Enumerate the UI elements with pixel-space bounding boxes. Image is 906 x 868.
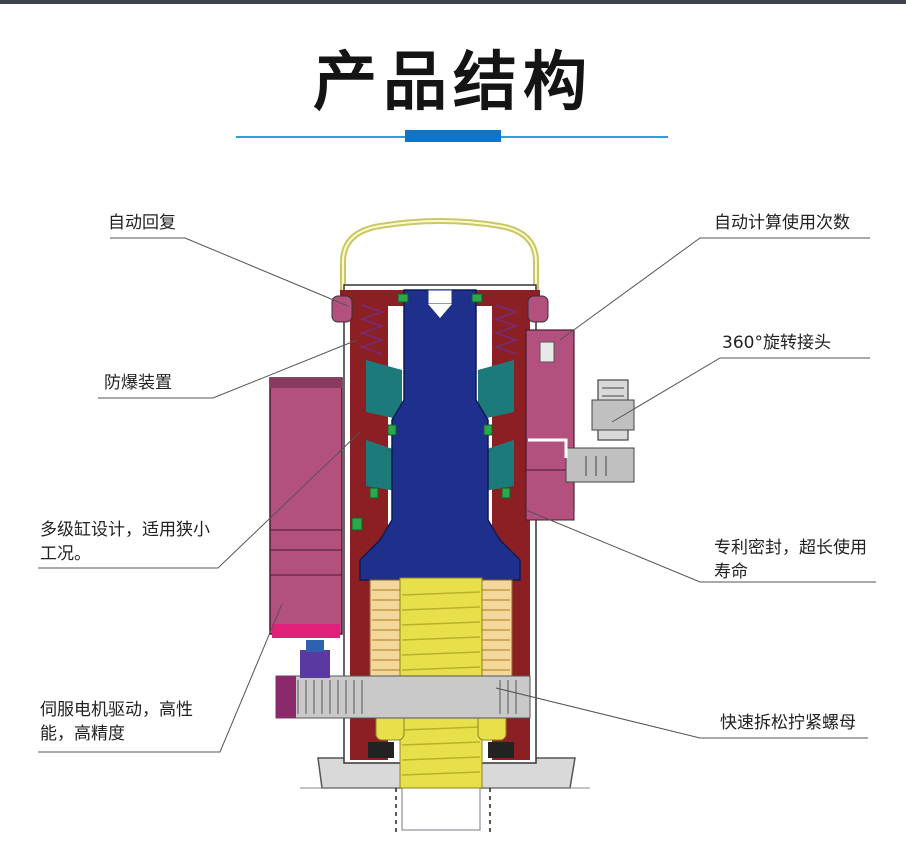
label-patent-seal: 专利密封，超长使用寿命 <box>714 538 867 582</box>
swivel-joint <box>528 379 635 483</box>
label-quick-nut: 快速拆松拧紧螺母 <box>720 713 856 733</box>
servo-motor <box>269 377 343 638</box>
title-underline-accent <box>405 130 501 142</box>
gear-train <box>275 640 531 719</box>
top-bar <box>0 0 906 4</box>
label-servo-drive: 伺服电机驱动，高性能，高精度 <box>40 700 193 744</box>
label-swivel-joint: 360°旋转接头 <box>722 333 831 353</box>
piston-rod <box>359 289 521 581</box>
return-spring-right <box>492 304 520 355</box>
leader-lines <box>38 237 876 753</box>
green-seals <box>351 293 511 531</box>
label-auto-count: 自动计算使用次数 <box>714 213 850 233</box>
label-auto-return: 自动回复 <box>108 213 176 233</box>
counter-box <box>525 329 575 521</box>
return-spring-left <box>358 304 386 355</box>
label-multi-cylinder: 多级缸设计，适用狭小工况。 <box>40 520 210 564</box>
label-explosion-proof: 防爆装置 <box>104 373 172 393</box>
page-title: 产品结构 <box>313 46 593 120</box>
top-handle <box>340 218 539 290</box>
